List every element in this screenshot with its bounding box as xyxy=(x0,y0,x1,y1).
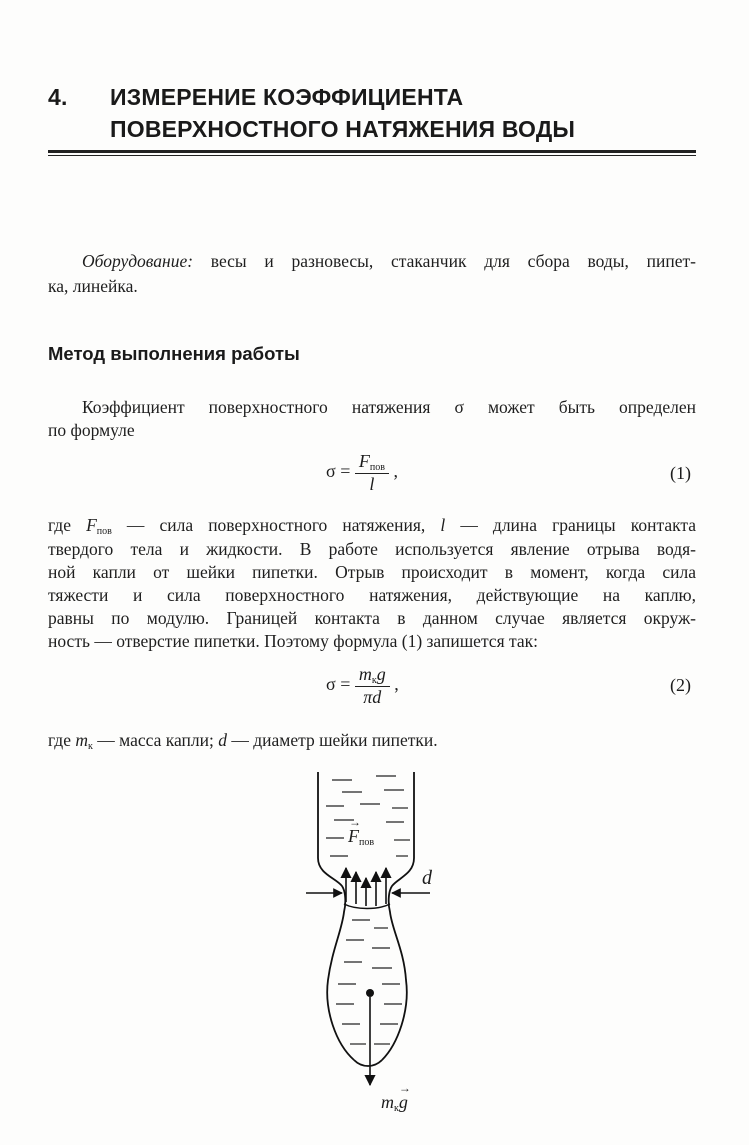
formula-2-den: πd xyxy=(363,687,382,707)
force-vector-symbol: →F xyxy=(348,815,361,846)
force-label-f: F xyxy=(348,826,359,846)
explanation-l1-a: где xyxy=(48,515,87,535)
formula-1-den: l xyxy=(369,474,375,494)
formula-2: σ = mкg πd , xyxy=(326,664,399,708)
formula-2-num-m: m xyxy=(358,664,372,684)
chapter-title-line2: ПОВЕРХНОСТНОГО НАТЯЖЕНИЯ ВОДЫ xyxy=(110,116,576,142)
formula-1-num: F xyxy=(358,451,370,471)
where-m: m xyxy=(75,730,88,750)
header-rule-thick xyxy=(48,150,696,153)
equipment-text-1: весы и разновесы, стаканчик для сбора во… xyxy=(193,251,696,271)
where-line: где mк — масса капли; d — диаметр шейки … xyxy=(48,729,438,758)
weight-label-m: m xyxy=(381,1092,394,1112)
weight-label-sub: к xyxy=(394,1103,399,1114)
surface-tension-arrows xyxy=(340,866,392,906)
equipment-label: Оборудование: xyxy=(82,251,194,271)
where-c: — диаметр шейки пипетки. xyxy=(226,730,438,750)
explanation-l1-c: — длина границы контакта xyxy=(445,515,696,535)
diameter-label: d xyxy=(422,867,432,889)
explanation-line4: тяжести и сила поверхностного натяжения,… xyxy=(48,585,696,605)
formula-2-fraction: mкg πd xyxy=(354,664,390,708)
pipette-outline xyxy=(317,772,415,1067)
chapter-number: 4. xyxy=(48,84,68,110)
formula-1-fraction: Fпов l xyxy=(354,451,389,495)
formula-1: σ = Fпов l , xyxy=(326,451,398,495)
water-dashes xyxy=(326,775,410,1045)
equipment-line2: ка, линейка. xyxy=(48,276,138,296)
weight-label: mк→g xyxy=(381,1081,411,1114)
explanation-line5: равны по модулю. Границей контакта в дан… xyxy=(48,608,696,628)
force-label: →Fпов xyxy=(348,815,375,848)
equipment-line1: Оборудование: весы и разновесы, стаканчи… xyxy=(82,250,696,273)
method-heading: Метод выполнения работы xyxy=(48,343,300,364)
weight-g-vector: →g xyxy=(398,1081,411,1112)
explanation-line3: ной капли от шейки пипетки. Отрыв происх… xyxy=(48,562,696,582)
formula-2-lhs: σ = xyxy=(326,674,351,695)
where-a: где xyxy=(48,730,76,750)
where-d: d xyxy=(218,730,227,750)
explanation-l1-b: — сила поверхностного натяжения, xyxy=(111,515,441,535)
explanation-l1-var: F xyxy=(86,515,97,535)
formula-2-num-g: g xyxy=(376,664,386,684)
explanation-l1-sub: пов xyxy=(96,526,112,537)
method-p1-line1: Коэффициент поверхностного натяжения σ м… xyxy=(82,397,696,417)
header-rule-thin xyxy=(48,155,696,156)
where-m-sub: к xyxy=(88,741,93,752)
formula-1-num-sub: пов xyxy=(369,462,385,473)
center-of-mass-dot xyxy=(366,989,374,997)
explanation-line6: ность — отверстие пипетки. Поэтому форму… xyxy=(48,631,538,651)
force-label-sub: пов xyxy=(359,837,375,848)
method-p1-line2: по формуле xyxy=(48,420,135,440)
formula-1-label: (1) xyxy=(670,463,691,483)
explanation-line2: твердого тела и жидкости. В работе испол… xyxy=(48,539,696,559)
weight-label-g: g xyxy=(398,1092,408,1112)
chapter-title-line1: ИЗМЕРЕНИЕ КОЭФФИЦИЕНТА xyxy=(110,84,464,110)
explanation-line1: где Fпов — сила поверхностного натяжения… xyxy=(48,514,696,543)
formula-2-label: (2) xyxy=(670,675,691,695)
formula-2-tail: , xyxy=(394,674,399,695)
formula-2-num-sub: к xyxy=(371,675,377,686)
explanation-l1-var2: l xyxy=(440,515,446,535)
formula-1-tail: , xyxy=(393,461,398,482)
where-b: — масса капли; xyxy=(92,730,219,750)
formula-1-lhs: σ = xyxy=(326,461,351,482)
